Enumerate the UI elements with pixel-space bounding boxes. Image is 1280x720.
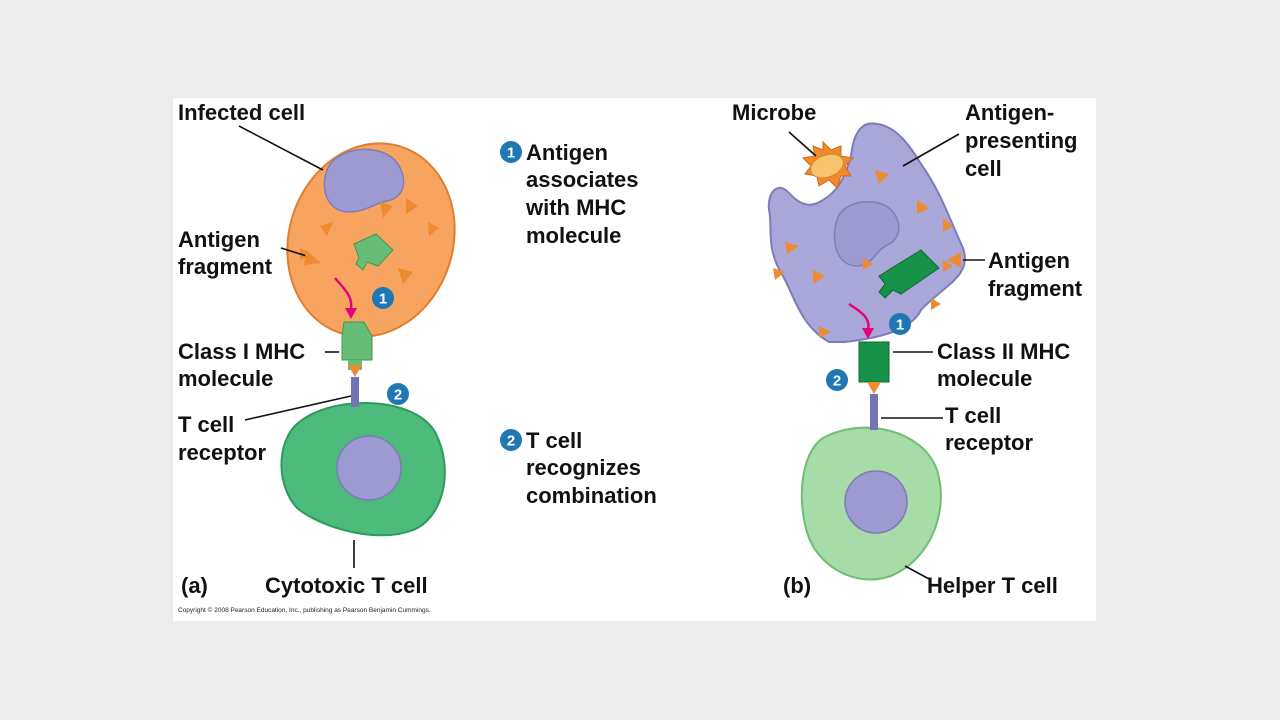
bound-antigen-a <box>348 365 362 377</box>
antigen-protein-b <box>878 249 940 299</box>
step-2-badge <box>500 429 522 451</box>
cytotoxic-t-cell-nucleus <box>336 435 402 501</box>
callout-antigen-a <box>304 250 321 265</box>
step-1-number: 1 <box>507 145 515 162</box>
panel-b: 1 2 Microbe Antigen- presenting cell Ant… <box>732 100 1083 598</box>
step-2-badge-b <box>826 369 848 391</box>
step-1-line1: Antigen <box>526 140 608 165</box>
leader-infected-cell <box>238 125 324 171</box>
label-t-cell-receptor-b-line2: receptor <box>945 430 1033 455</box>
step-1-line3: with MHC <box>525 195 626 220</box>
step-1-line4: molecule <box>526 223 621 248</box>
step-1-badge-a <box>372 287 394 309</box>
label-helper-t-cell: Helper T cell <box>927 573 1058 598</box>
label-antigen-fragment-a-line1: Antigen <box>178 227 260 252</box>
label-microbe: Microbe <box>732 100 816 125</box>
callout-antigen-b <box>947 252 961 268</box>
label-cytotoxic-t-cell: Cytotoxic T cell <box>265 573 428 598</box>
step-2-line2: recognizes <box>526 455 641 480</box>
infected-cell-nucleus <box>323 148 405 213</box>
leader-helper-t-cell <box>904 565 932 581</box>
label-class-ii-mhc-line1: Class II MHC <box>937 339 1070 364</box>
steps-legend: 1 Antigen associates with MHC molecule 2… <box>500 140 657 508</box>
leader-apc <box>902 133 960 167</box>
label-infected-cell: Infected cell <box>178 100 305 125</box>
label-t-cell-receptor-b-line1: T cell <box>945 403 1001 428</box>
t-cell-receptor-a <box>351 377 359 407</box>
step-2-number-b: 2 <box>833 373 841 390</box>
diagram-panel: 1 2 Infected cell Antigen fragment Class… <box>173 98 1096 621</box>
copyright-notice: Copyright © 2008 Pearson Education, Inc.… <box>178 606 431 614</box>
class-ii-mhc-molecule <box>858 341 890 383</box>
panel-a: 1 2 Infected cell Antigen fragment Class… <box>178 100 456 598</box>
processing-arrow-a <box>334 277 353 311</box>
step-1-badge-b <box>889 313 911 335</box>
leader-microbe <box>788 131 817 157</box>
label-apc-line3: cell <box>965 156 1002 181</box>
antigen-fragments-b <box>773 170 953 338</box>
label-class-ii-mhc-line2: molecule <box>937 366 1032 391</box>
label-antigen-fragment-b-line2: fragment <box>988 276 1083 301</box>
step-1-number-b: 1 <box>896 317 904 334</box>
step-1-number-a: 1 <box>379 291 387 308</box>
label-apc-line2: presenting <box>965 128 1077 153</box>
step-2-number-a: 2 <box>394 387 402 404</box>
step-1-badge <box>500 141 522 163</box>
step-2-line3: combination <box>526 483 657 508</box>
processing-arrow-b <box>848 303 870 331</box>
processing-arrow-head-a <box>345 308 357 319</box>
step-2-number: 2 <box>507 433 515 450</box>
apc-nucleus <box>833 201 900 267</box>
bound-antigen-b <box>867 382 881 394</box>
helper-t-cell-nucleus <box>844 470 908 534</box>
label-class-i-mhc-line1: Class I MHC <box>178 339 305 364</box>
step-1-line2: associates <box>526 167 639 192</box>
panel-a-letter: (a) <box>181 573 208 598</box>
label-class-i-mhc-line2: molecule <box>178 366 273 391</box>
t-cell-receptor-b <box>870 394 878 430</box>
class-i-mhc-molecule <box>341 321 373 361</box>
label-antigen-fragment-a-line2: fragment <box>178 254 273 279</box>
label-apc-line1: Antigen- <box>965 100 1054 125</box>
antigen-protein-a <box>353 233 394 271</box>
label-t-cell-receptor-a-line2: receptor <box>178 440 266 465</box>
antigen-fragments-a <box>300 198 439 284</box>
leader-t-cell-receptor-a <box>244 395 352 421</box>
step-2-line1: T cell <box>526 428 582 453</box>
label-antigen-fragment-b-line1: Antigen <box>988 248 1070 273</box>
processing-arrow-head-b <box>862 328 874 339</box>
antigen-presentation-diagram: 1 2 Infected cell Antigen fragment Class… <box>178 100 1083 614</box>
panel-b-letter: (b) <box>783 573 811 598</box>
label-t-cell-receptor-a-line1: T cell <box>178 412 234 437</box>
step-2-badge-a <box>387 383 409 405</box>
